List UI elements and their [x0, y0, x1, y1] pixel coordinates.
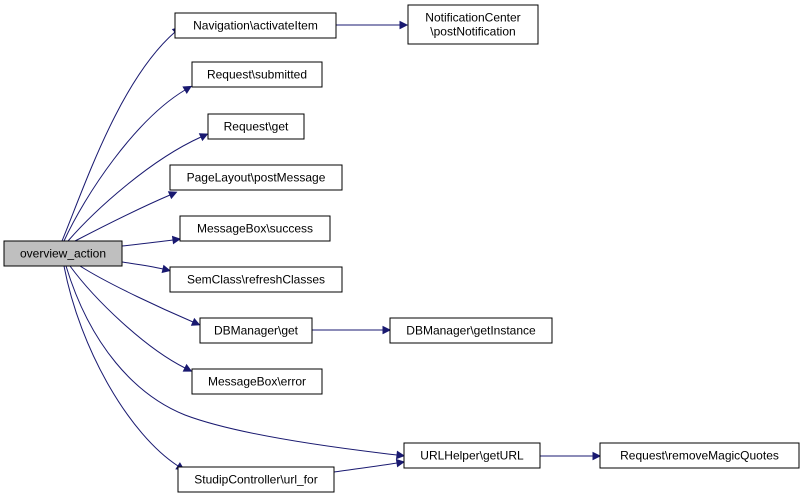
node-msgbox-error[interactable]: MessageBox\error — [191, 368, 323, 395]
node-msgbox-success[interactable]: MessageBox\success — [179, 215, 331, 242]
node-label: PageLayout\postMessage — [187, 171, 326, 185]
arrowhead — [592, 451, 602, 461]
node-label: overview_action — [20, 247, 106, 261]
edge-overview_action-to-pagelayout_post — [74, 191, 178, 242]
edge-line — [61, 31, 176, 242]
edge-overview_action-to-msgbox_success — [121, 235, 182, 247]
node-dbmanager-get[interactable]: DBManager\get — [199, 317, 313, 344]
node-semclass-refresh[interactable]: SemClass\refreshClasses — [169, 266, 343, 293]
edge-dbmanager_get-to-dbmanager_getinstance — [312, 325, 392, 335]
arrowhead — [396, 450, 406, 460]
node-overview-action[interactable]: overview_action — [3, 240, 123, 267]
node-label: URLHelper\getURL — [420, 449, 524, 463]
edge-nav_activate-to-notif_post — [336, 20, 409, 30]
node-box — [407, 4, 539, 45]
node-box — [169, 266, 343, 293]
node-label: Navigation\activateItem — [193, 19, 318, 33]
arrowhead — [395, 458, 406, 468]
arrowhead — [399, 20, 409, 30]
node-label: Request\submitted — [207, 68, 307, 82]
node-box — [599, 442, 800, 469]
arrowhead — [198, 133, 209, 142]
node-notif-post[interactable]: NotificationCenter\postNotification — [407, 4, 539, 45]
node-req-submitted[interactable]: Request\submitted — [191, 61, 323, 88]
node-studip-urlfor[interactable]: StudipController\url_for — [177, 466, 335, 493]
arrowhead — [382, 325, 392, 335]
node-box — [191, 61, 323, 88]
node-label: Request\get — [224, 120, 289, 134]
arrowhead — [182, 363, 193, 372]
arrowhead — [171, 235, 182, 245]
edge-overview_action-to-urlhelper_geturl — [65, 265, 406, 460]
edge-line — [121, 261, 164, 270]
node-box — [199, 317, 313, 344]
edge-line — [79, 265, 194, 323]
node-box — [177, 466, 335, 493]
edge-overview_action-to-req_get — [67, 133, 209, 242]
edge-line — [69, 265, 186, 369]
node-box — [207, 113, 305, 140]
node-label: Request\removeMagicQuotes — [620, 449, 779, 463]
arrowhead — [167, 191, 178, 200]
edge-urlhelper_geturl-to-request_removemagic — [540, 451, 602, 461]
edge-line — [74, 194, 171, 242]
edge-line — [67, 136, 202, 242]
edge-overview_action-to-req_submitted — [63, 85, 192, 242]
edge-line — [333, 462, 398, 473]
node-box — [169, 164, 343, 191]
node-box — [389, 317, 553, 344]
node-label: DBManager\getInstance — [406, 324, 536, 338]
node-label: StudipController\url_for — [194, 473, 317, 487]
edge-overview_action-to-dbmanager_get — [79, 265, 201, 326]
arrowhead — [161, 264, 171, 274]
node-pagelayout-post[interactable]: PageLayout\postMessage — [169, 164, 343, 191]
node-label: MessageBox\success — [197, 222, 313, 236]
edge-overview_action-to-msgbox_error — [69, 265, 193, 372]
node-label: DBManager\get — [214, 324, 299, 338]
node-dbmanager-getinstance[interactable]: DBManager\getInstance — [389, 317, 553, 344]
nodes-layer: overview_action Navigation\activateItem No… — [3, 4, 800, 493]
node-urlhelper-geturl[interactable]: URLHelper\getURL — [403, 442, 541, 469]
edge-overview_action-to-studip_urlfor — [63, 265, 185, 471]
edge-line — [121, 239, 174, 247]
edge-overview_action-to-semclass_refresh — [121, 261, 171, 274]
node-req-get[interactable]: Request\get — [207, 113, 305, 140]
node-box — [403, 442, 541, 469]
node-box — [191, 368, 323, 395]
arrowhead — [190, 317, 201, 326]
node-box — [179, 215, 331, 242]
edge-line — [63, 89, 186, 242]
edges-layer — [61, 20, 602, 473]
node-label: NotificationCenter — [425, 11, 520, 25]
edge-line — [65, 265, 398, 456]
node-label: \postNotification — [430, 25, 515, 39]
node-nav-activate[interactable]: Navigation\activateItem — [174, 12, 337, 39]
node-box — [174, 12, 337, 39]
node-request-removemagic[interactable]: Request\removeMagicQuotes — [599, 442, 800, 469]
node-label: MessageBox\error — [208, 375, 306, 389]
node-label: SemClass\refreshClasses — [187, 273, 325, 287]
edge-overview_action-to-nav_activate — [61, 26, 182, 242]
edge-studip_urlfor-to-urlhelper_geturl — [333, 458, 406, 473]
node-box — [3, 240, 123, 267]
arrowhead — [182, 85, 192, 94]
edge-line — [63, 265, 179, 467]
